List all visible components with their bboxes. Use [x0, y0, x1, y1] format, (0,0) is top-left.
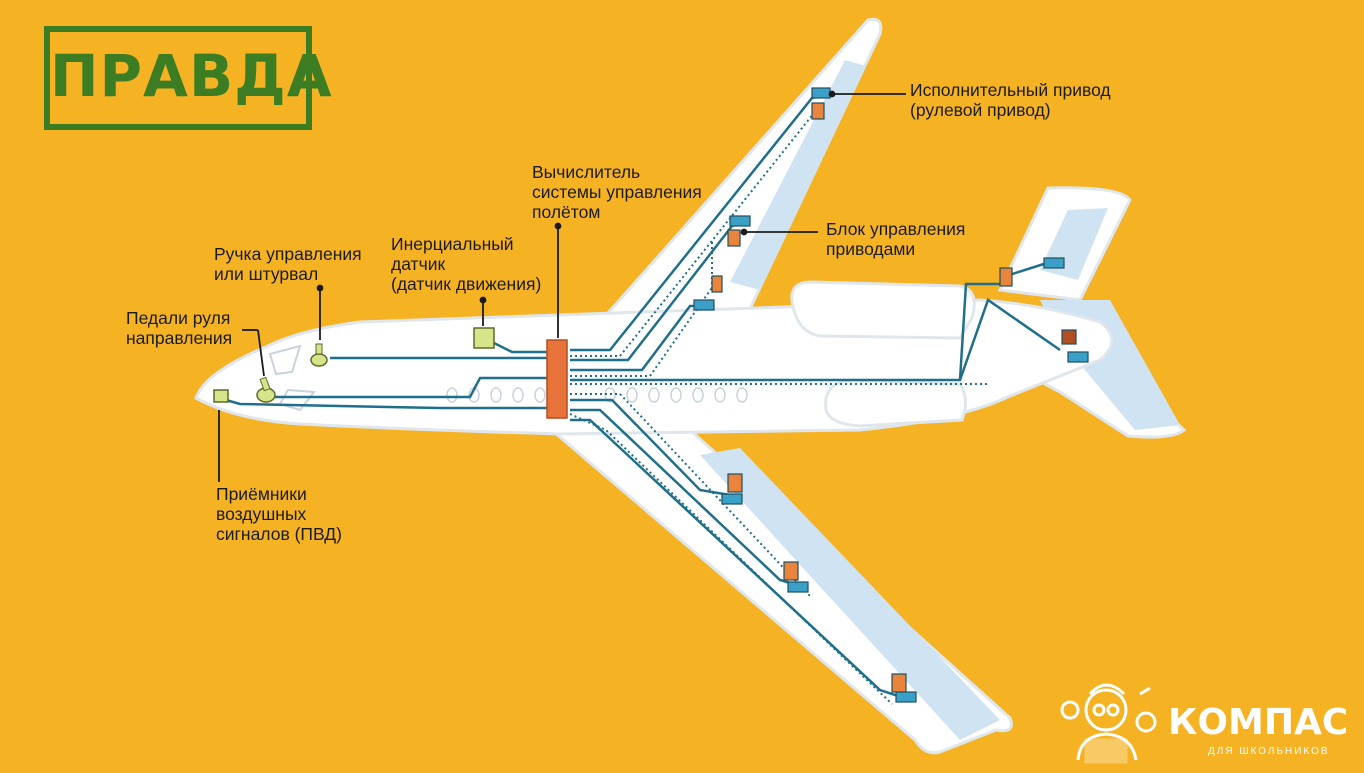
callout-leaders: [218, 90, 906, 482]
wire-lower-wing-1: [570, 398, 731, 497]
wire-tail-upper: [570, 282, 1000, 382]
upper-wing: [596, 17, 883, 332]
label-line: (датчик движения): [391, 274, 542, 294]
fuselage: [194, 298, 1114, 436]
label-control-unit: Блок управления приводами: [826, 219, 965, 259]
wiring: [225, 92, 1061, 698]
pvd-sensor: [213, 389, 229, 403]
brand-name: КОМПАС: [1168, 702, 1349, 743]
lower-engine: [824, 378, 967, 428]
label-actuator: Исполнительный привод (рулевой привод): [910, 80, 1111, 120]
label-line: направления: [126, 328, 233, 348]
pedals-icon: [256, 376, 276, 403]
actuator-units: [693, 87, 1089, 703]
label-line: Ручка управления: [214, 244, 362, 264]
wire-tail-rudder: [1005, 260, 1051, 278]
label-line: датчик: [391, 254, 446, 274]
wiring-dotted: [569, 107, 990, 705]
label-line: сигналов (ПВД): [216, 524, 342, 544]
stamp-text: ПРАВДА: [50, 42, 333, 110]
label-line: (рулевой привод): [910, 100, 1051, 120]
wire-pvd: [225, 398, 548, 410]
wire-lower-wing-3: [570, 418, 899, 698]
label-line: Приёмники: [216, 484, 307, 504]
label-computer: Вычислитель системы управления полётом: [532, 162, 702, 222]
label-line: воздушных: [216, 504, 307, 524]
label-line: или штурвал: [214, 264, 319, 284]
label-line: Исполнительный привод: [910, 80, 1111, 100]
yoke-icon: [310, 343, 328, 367]
brand-logo: КОМПАС ДЛЯ ШКОЛЬНИКОВ: [1052, 676, 1364, 768]
cabin-windows: [446, 387, 748, 403]
label-line: приводами: [826, 239, 916, 259]
label-line: полётом: [532, 202, 601, 222]
brand-mascot-icon: [1060, 683, 1157, 764]
wire-tail-lower: [958, 298, 1061, 381]
label-line: Педали руля: [126, 308, 231, 328]
label-line: Блок управления: [826, 219, 966, 239]
lower-wing: [535, 418, 1013, 755]
brand-subtitle: ДЛЯ ШКОЛЬНИКОВ: [1208, 746, 1330, 757]
label-line: Инерциальный: [391, 234, 514, 254]
label-inertial: Инерциальный датчик (датчик движения): [391, 234, 541, 294]
label-pvd: Приёмники воздушных сигналов (ПВД): [216, 484, 342, 544]
label-line: Вычислитель: [532, 162, 641, 182]
label-yoke: Ручка управления или штурвал: [214, 244, 362, 284]
wire-pedals: [274, 376, 548, 399]
label-pedals: Педали руля направления: [126, 308, 232, 348]
inertial-sensor: [473, 327, 495, 349]
lower-wing-flaps: [700, 448, 1000, 740]
upper-engine: [790, 280, 976, 340]
aircraft: [194, 17, 1187, 755]
cockpit-window: [268, 344, 302, 376]
label-line: системы управления: [532, 182, 702, 202]
flight-computer: [546, 339, 568, 419]
pravda-stamp: ПРАВДА: [44, 26, 333, 130]
wire-inertial: [491, 340, 548, 354]
